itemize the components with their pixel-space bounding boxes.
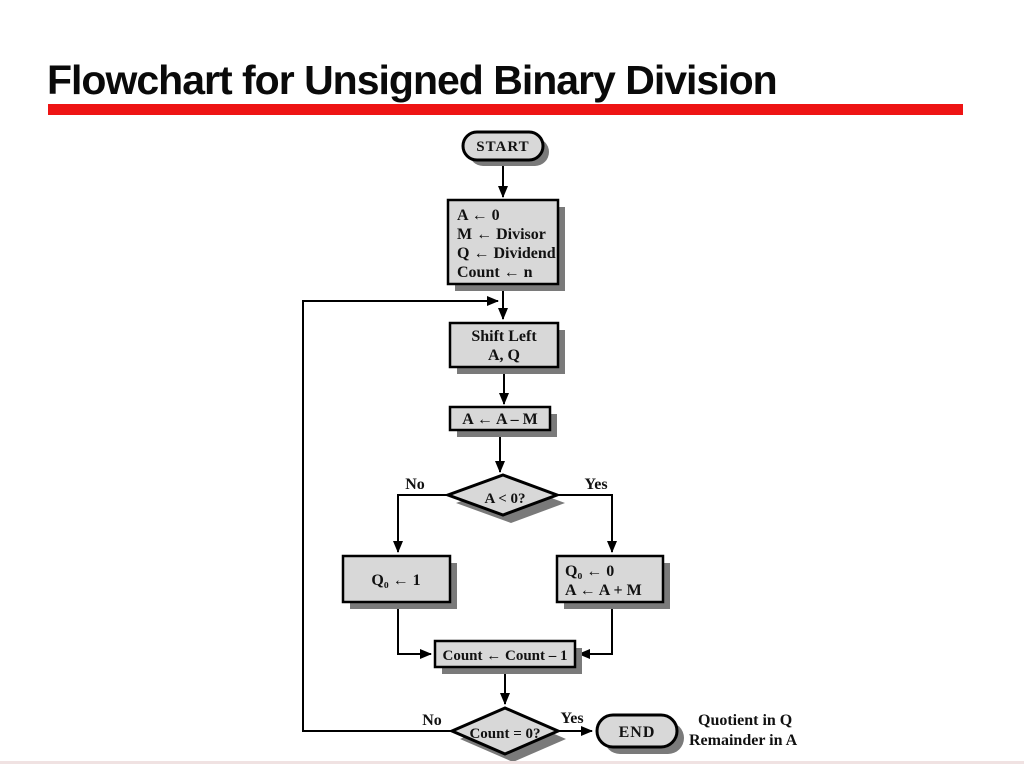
decision-count-label: Count = 0? xyxy=(469,726,540,742)
restore-box-line: Q₀ ← 0 xyxy=(565,563,614,580)
start-node: START xyxy=(461,130,549,166)
init-box-line: Q ← Dividend xyxy=(457,245,556,262)
bottom-rule xyxy=(0,761,1024,764)
decision-a-yes-label: Yes xyxy=(584,476,607,493)
shift-box-shape xyxy=(448,321,560,369)
decision-a-no-label: No xyxy=(405,476,425,493)
decision-a-shape xyxy=(443,473,562,517)
subtract-box-shape xyxy=(448,405,552,432)
edge-decision-a-no xyxy=(393,494,448,553)
init-box-line: A ← 0 xyxy=(457,207,500,224)
shift-box-line: Shift Left xyxy=(471,328,537,345)
start-node-shape xyxy=(461,130,545,162)
init-box: A ← 0 M ← Divisor Q ← Dividend Count ← n xyxy=(446,198,565,291)
edge-restore-to-count xyxy=(578,602,613,659)
result-note: Quotient in Q Remainder in A xyxy=(689,712,798,749)
subtract-box-label: A ← A – M xyxy=(462,411,538,428)
count-box-label: Count ← Count – 1 xyxy=(442,648,567,664)
decision-a-label: A < 0? xyxy=(484,491,525,507)
decision-count-yes-label: Yes xyxy=(560,710,583,727)
decision-count-no-label: No xyxy=(422,712,442,729)
start-label: START xyxy=(476,139,529,155)
end-node-shape xyxy=(595,713,679,749)
title-underline-bar xyxy=(48,104,963,115)
count-box-shape xyxy=(433,639,577,669)
result-note-line: Quotient in Q xyxy=(698,712,792,729)
restore-box: Q₀ ← 0 A ← A + M xyxy=(555,554,670,609)
decision-a-diamond: A < 0? No Yes xyxy=(405,473,608,523)
edge-loopback xyxy=(302,296,499,732)
q1-box-label: Q₀ ← 1 xyxy=(371,572,420,589)
edge-q1-to-count xyxy=(397,602,432,659)
shift-box-line: A, Q xyxy=(488,347,520,364)
shift-box: Shift Left A, Q xyxy=(448,321,565,374)
init-box-line: Count ← n xyxy=(457,264,533,281)
edge-decision-a-yes xyxy=(557,494,617,553)
q1-box-shape xyxy=(341,554,452,604)
decision-count-shape xyxy=(448,706,562,756)
end-label: END xyxy=(619,724,656,741)
q1-box: Q₀ ← 1 xyxy=(341,554,457,609)
count-box: Count ← Count – 1 xyxy=(433,639,582,674)
restore-box-shape xyxy=(555,554,665,604)
restore-box-line: A ← A + M xyxy=(565,582,642,599)
init-box-line: M ← Divisor xyxy=(457,226,546,243)
page-title: Flowchart for Unsigned Binary Division xyxy=(47,57,778,103)
init-box-shape xyxy=(446,198,560,286)
end-node: END xyxy=(595,713,684,754)
decision-count-diamond: Count = 0? No Yes xyxy=(422,706,584,762)
subtract-box: A ← A – M xyxy=(448,405,557,437)
result-note-line: Remainder in A xyxy=(689,732,798,749)
